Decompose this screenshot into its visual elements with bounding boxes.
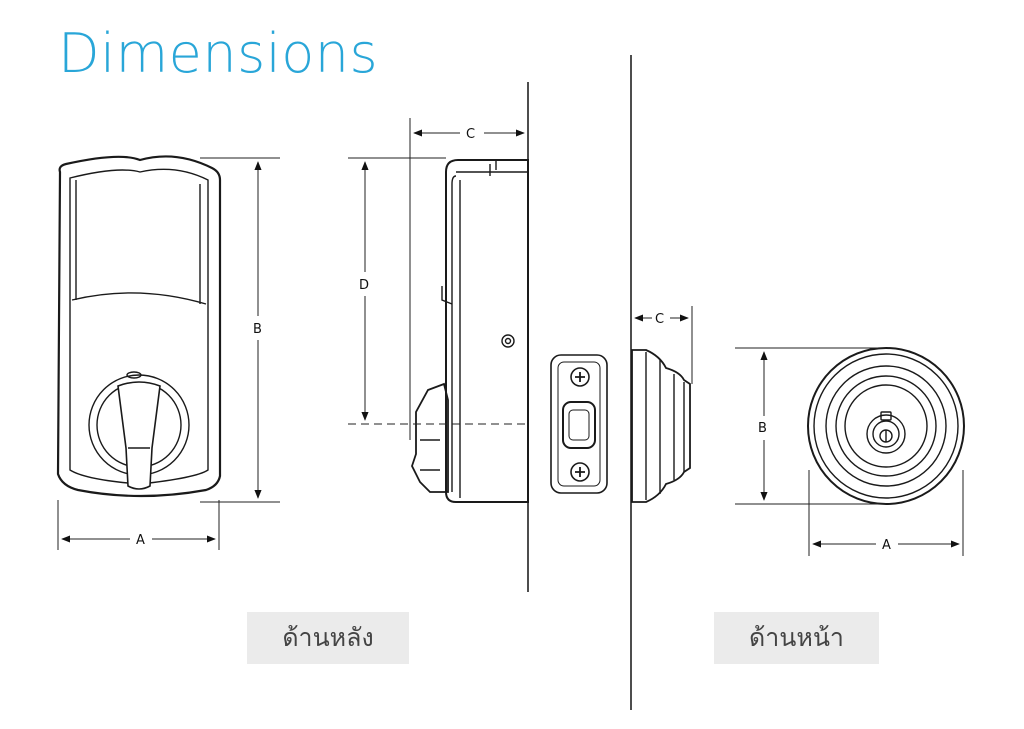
label-back-height: B xyxy=(253,322,262,337)
latch-plate xyxy=(550,354,608,494)
back-view-dimensions xyxy=(57,157,280,550)
label-front-depth: C xyxy=(655,312,664,327)
label-back-width: A xyxy=(136,533,145,548)
label-side-height: D xyxy=(359,278,369,293)
side-view-dimensions xyxy=(348,118,528,440)
label-front-height: B xyxy=(758,421,767,436)
front-view-dimensions xyxy=(735,347,964,556)
side-view-lock xyxy=(411,159,529,503)
front-side-dimensions xyxy=(634,306,693,384)
front-view-lock xyxy=(807,347,965,505)
front-knob-side-profile xyxy=(631,349,691,503)
label-side-depth: C xyxy=(466,127,475,142)
back-view-lock xyxy=(56,155,222,498)
label-front-width: A xyxy=(882,538,891,553)
caption-back-view: ด้านหลัง xyxy=(247,612,409,664)
page-title: Dimensions xyxy=(58,22,379,85)
caption-front-view: ด้านหน้า xyxy=(714,612,879,664)
